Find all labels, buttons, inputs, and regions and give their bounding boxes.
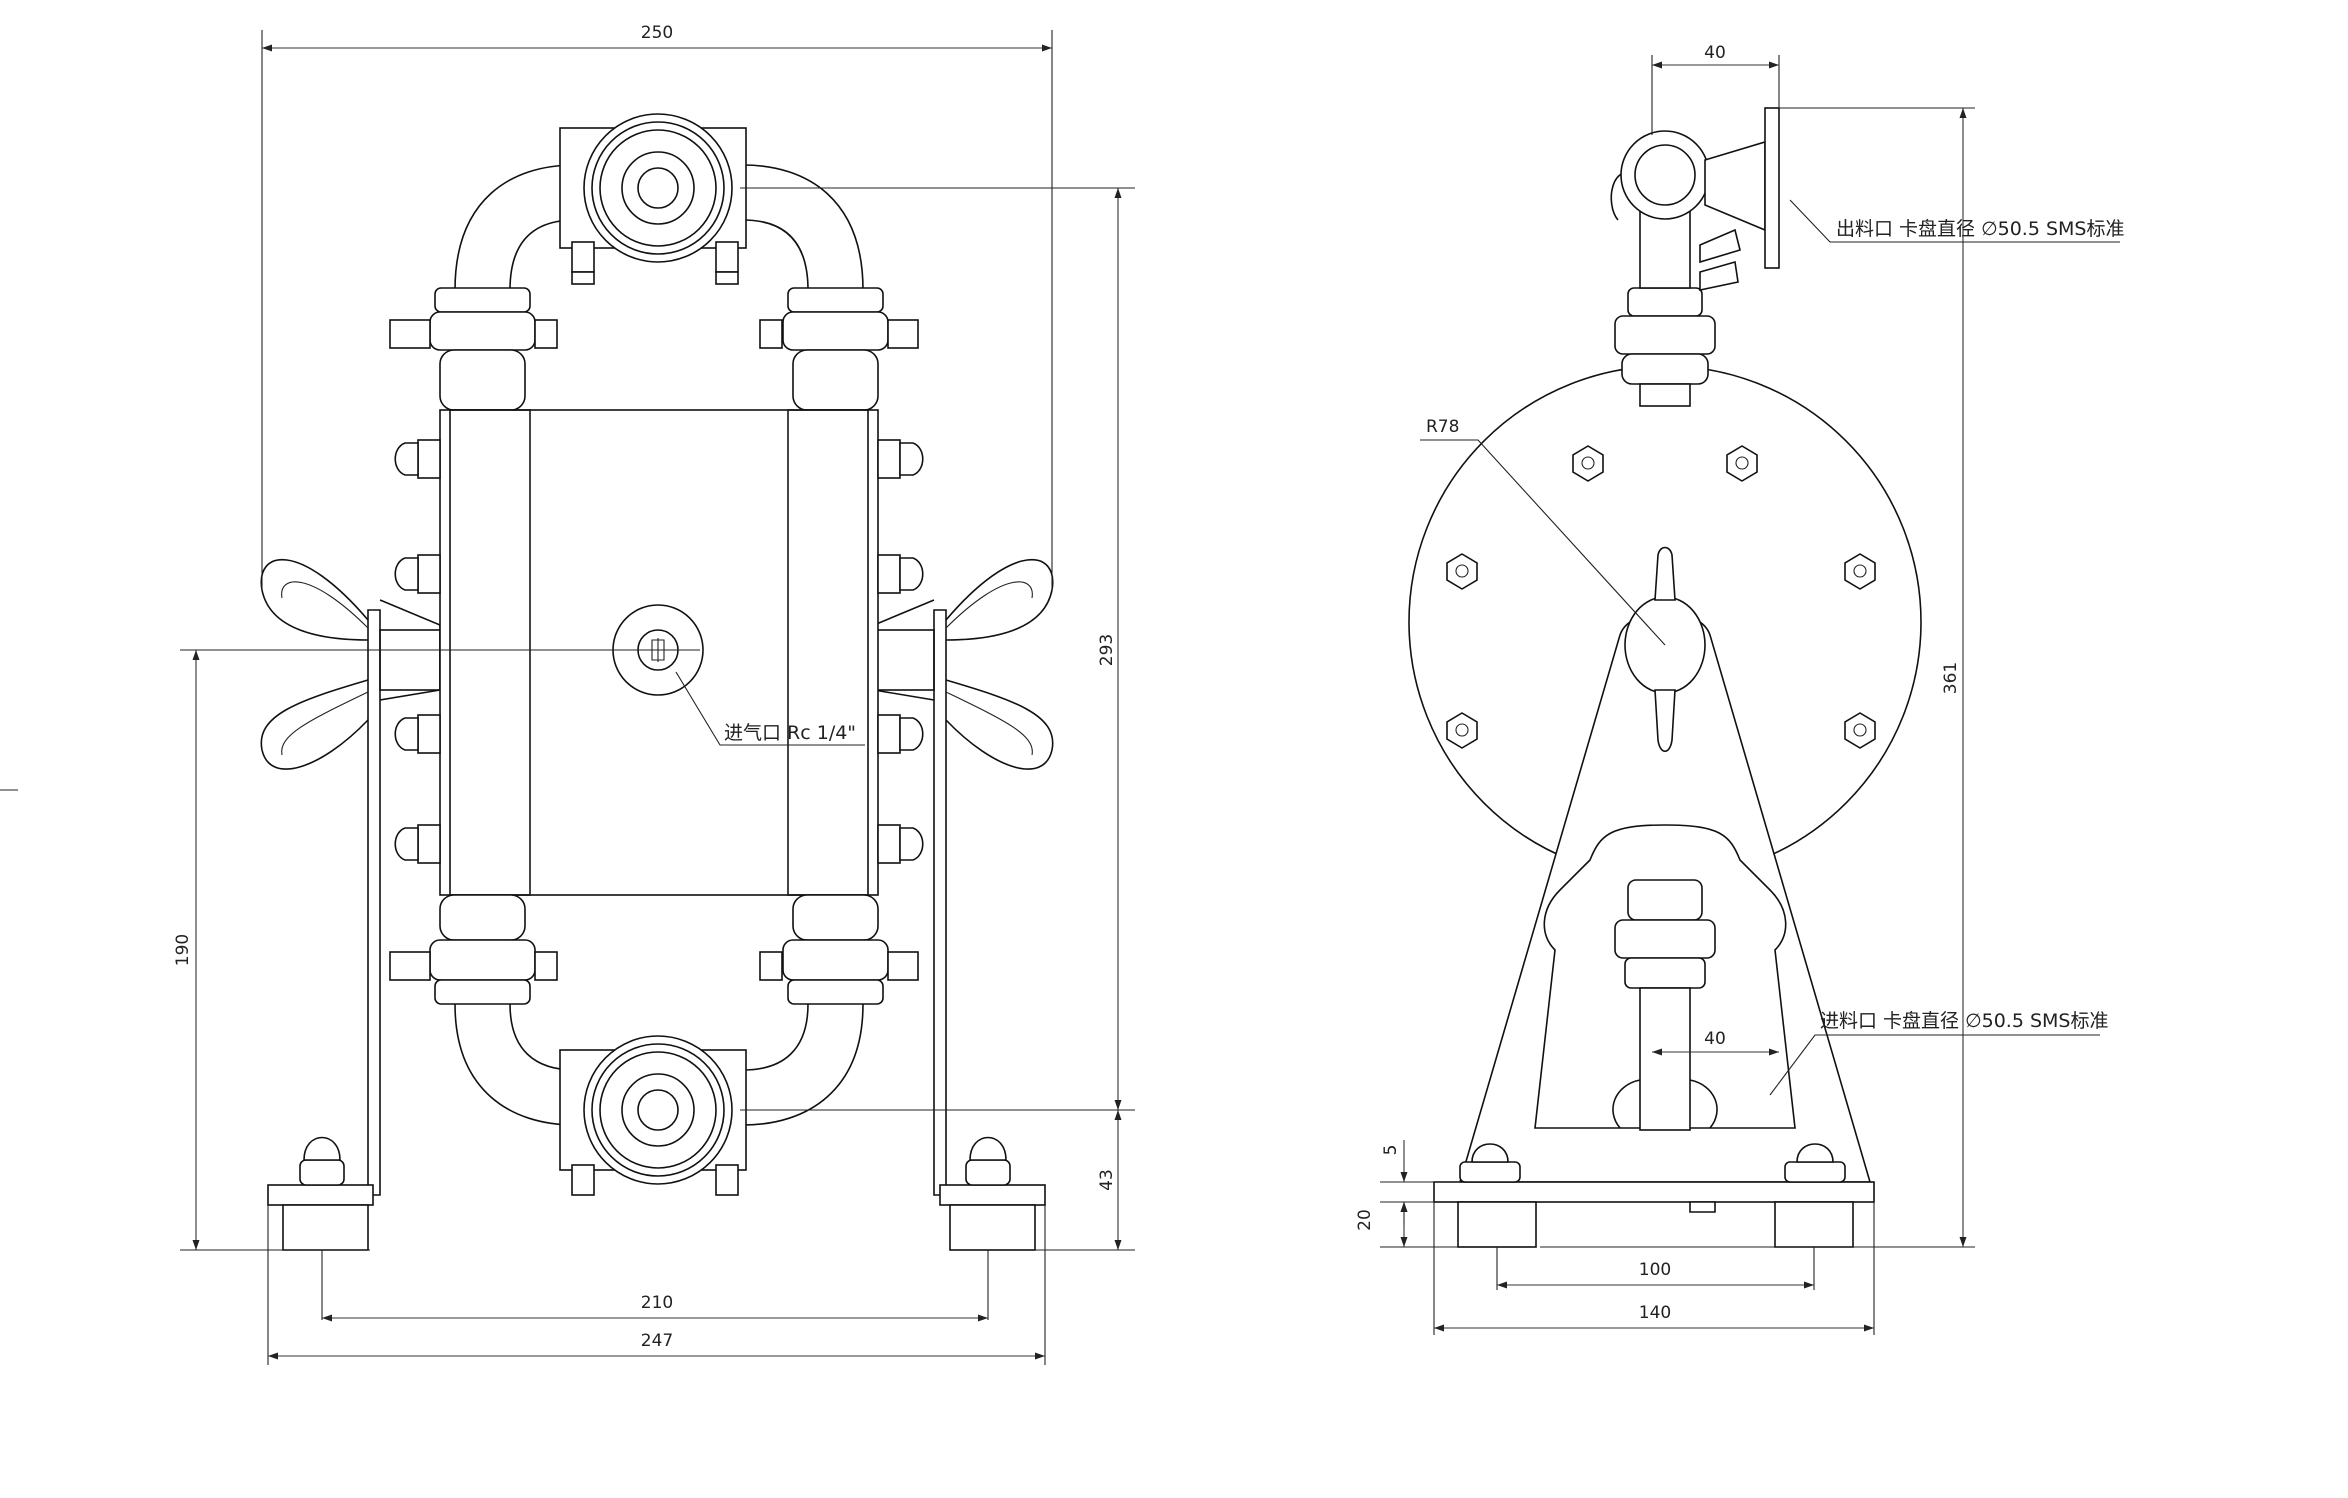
- dim-inlet-offset: 40: [1704, 1029, 1726, 1049]
- dim-side-foot-span: 100: [1639, 1260, 1671, 1280]
- right-stand: [873, 559, 1054, 1196]
- dim-overall-height: 361: [1941, 662, 1961, 694]
- inlet-assembly: [1612, 879, 1718, 1131]
- dim-outlet-offset: 40: [1704, 43, 1726, 63]
- inlet-label: 进料口 卡盘直径 ∅50.5 SMS标准: [1820, 1010, 2109, 1032]
- outlet-label: 出料口 卡盘直径 ∅50.5 SMS标准: [1836, 218, 2125, 240]
- dim-base-height: 20: [1355, 1209, 1375, 1231]
- left-stand: [260, 559, 441, 1196]
- left-foot: [267, 1136, 374, 1251]
- upper-manifold: [389, 113, 919, 411]
- dim-air-inlet-height: 190: [173, 934, 193, 966]
- lower-manifold: [389, 894, 919, 1196]
- dim-base-width: 247: [641, 1331, 673, 1351]
- air-inlet-label: 进气口 Rc 1/4": [724, 722, 856, 744]
- right-foot: [939, 1136, 1046, 1251]
- side-view: 40 361 5 20 100 140 40 R78 出料口 卡盘直径 ∅50.…: [1355, 43, 2125, 1335]
- dim-overall-width: 250: [641, 23, 673, 43]
- dim-height-upper: 293: [1097, 634, 1117, 666]
- disc-bolts: [1446, 445, 1876, 749]
- pump-body: [394, 409, 924, 896]
- base-plate: [1433, 1143, 1875, 1248]
- outlet-assembly: [1610, 107, 1780, 407]
- dim-height-lower: 43: [1097, 1169, 1117, 1191]
- dim-base-step: 5: [1381, 1145, 1401, 1156]
- radius-label: R78: [1426, 417, 1459, 437]
- dim-side-base-width: 140: [1639, 1303, 1671, 1323]
- front-view: 250 293 43 190 210 247 进气口 Rc 1/4": [0, 23, 1135, 1365]
- dim-foot-span: 210: [641, 1293, 673, 1313]
